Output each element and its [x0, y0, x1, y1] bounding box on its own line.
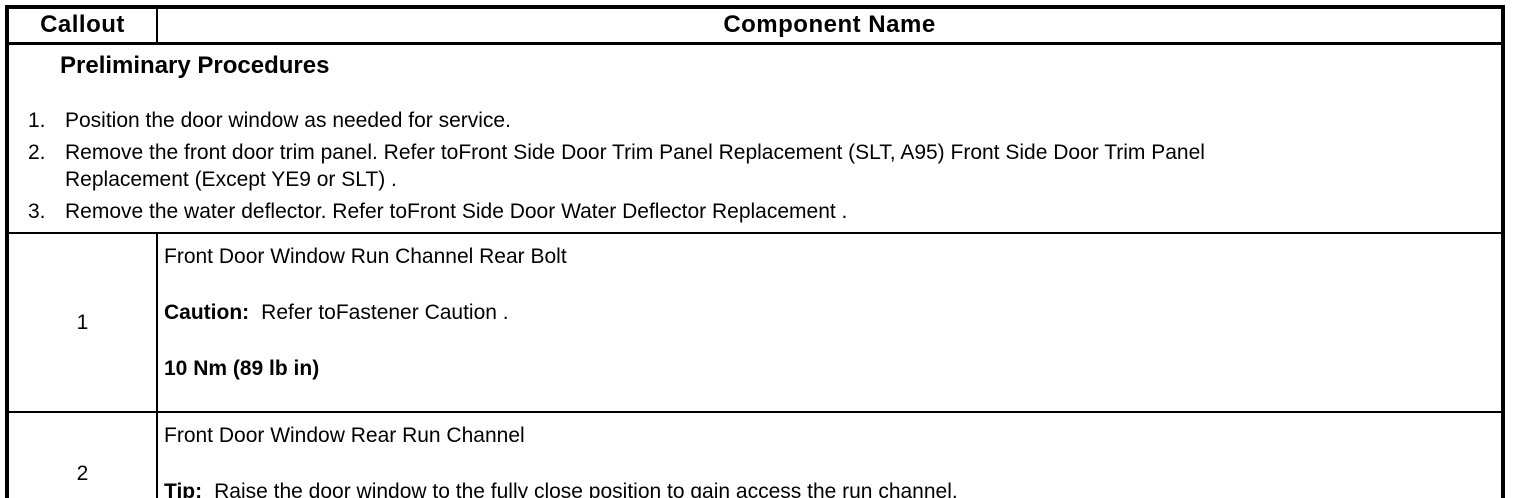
tip-label: Tip:: [164, 480, 203, 498]
step-number: 3.: [28, 199, 46, 223]
preliminary-procedures-cell: Preliminary Procedures 1. Position the d…: [7, 43, 1503, 234]
tip-text: Raise the door window to the fully close…: [214, 480, 958, 498]
component-table: Callout Component Name Preliminary Proce…: [5, 5, 1505, 498]
preliminary-steps-list: 1. Position the door window as needed fo…: [9, 107, 1491, 225]
step-text: Remove the front door trim panel. Refer …: [65, 140, 1205, 191]
component-name-text: Front Door Window Run Channel Rear Bolt: [164, 245, 567, 268]
table-header-row: Callout Component Name: [7, 7, 1503, 45]
component-name-text: Front Door Window Rear Run Channel: [164, 424, 525, 447]
step-text: Position the door window as needed for s…: [65, 108, 511, 132]
caution-note: Caution: Refer toFastener Caution .: [164, 299, 1489, 326]
callout-cell: 1: [7, 233, 158, 413]
step-item-3: 3. Remove the water deflector. Refer toF…: [9, 198, 1491, 225]
preliminary-procedures-title: Preliminary Procedures: [60, 51, 330, 79]
step-item-2: 2. Remove the front door trim panel. Ref…: [9, 139, 1491, 193]
caution-label: Caution:: [164, 301, 250, 324]
step-text: Remove the water deflector. Refer toFron…: [65, 199, 848, 223]
table-row: 1 Front Door Window Run Channel Rear Bol…: [7, 233, 1503, 413]
component-cell: Front Door Window Rear Run Channel Tip: R…: [157, 412, 1503, 498]
step-item-1: 1. Position the door window as needed fo…: [9, 107, 1491, 134]
torque-spec: 10 Nm (89 lb in): [164, 357, 320, 380]
header-callout: Callout: [7, 7, 158, 45]
callout-cell: 2: [7, 412, 158, 498]
step-number: 2.: [28, 140, 46, 164]
table-row: 2 Front Door Window Rear Run Channel Tip…: [7, 412, 1503, 498]
header-component-name: Component Name: [157, 7, 1503, 45]
component-cell: Front Door Window Run Channel Rear Bolt …: [157, 233, 1503, 413]
tip-note: Tip: Raise the door window to the fully c…: [164, 478, 1489, 498]
step-number: 1.: [28, 108, 46, 132]
caution-text: Refer toFastener Caution .: [261, 301, 509, 324]
preliminary-procedures-row: Preliminary Procedures 1. Position the d…: [7, 43, 1503, 234]
